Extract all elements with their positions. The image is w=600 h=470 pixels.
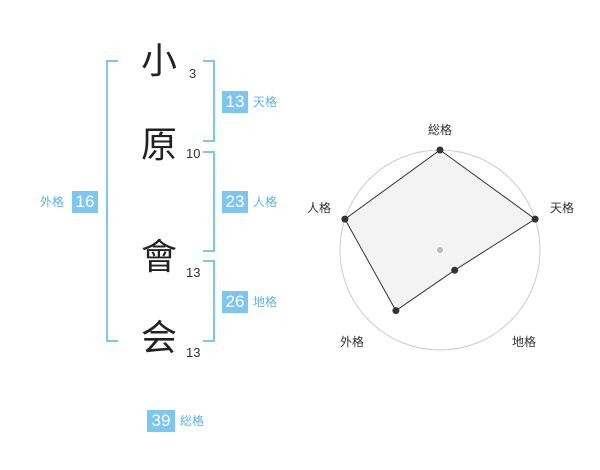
radar-point-3 [392, 307, 400, 315]
soukaku-label: 総格 [180, 414, 205, 428]
radar-polygon [344, 149, 536, 312]
tenkaku-label: 天格 [253, 95, 278, 109]
radar-axis-label-tenkaku: 天格 [550, 200, 574, 215]
radar-axis-label-gaikaku: 外格 [340, 334, 364, 349]
name-char-4: 会 [140, 318, 177, 359]
gaikaku-bracket [106, 60, 118, 342]
stroke-count-3: 13 [186, 265, 201, 280]
chikaku-value: 26 [222, 291, 248, 313]
jinkaku-bracket [203, 151, 215, 252]
radar-point-4 [341, 215, 349, 223]
gaikaku-value: 16 [72, 191, 98, 213]
chikaku-bracket [203, 260, 215, 342]
soukaku-value: 39 [147, 410, 175, 432]
radar-point-0 [436, 146, 444, 154]
tenkaku-bracket [203, 60, 215, 142]
name-char-1: 小 [140, 41, 177, 82]
radar-point-1 [531, 215, 539, 223]
radar-point-2 [451, 266, 459, 274]
stroke-count-1: 3 [189, 66, 197, 81]
radar-axis-label-jinkaku: 人格 [307, 200, 331, 215]
chikaku-label: 地格 [253, 295, 278, 309]
stroke-count-4: 13 [186, 345, 201, 360]
name-char-3: 會 [140, 237, 177, 278]
radar-axis-label-soukaku: 総格 [428, 122, 452, 137]
radar-points [341, 146, 539, 315]
radar-axis-label-chikaku: 地格 [512, 334, 536, 349]
gaikaku-label: 外格 [40, 195, 65, 209]
name-char-2: 原 [140, 125, 177, 166]
stroke-count-2: 10 [186, 146, 201, 161]
tenkaku-value: 13 [222, 91, 248, 113]
radar-center-dot [437, 247, 443, 253]
jinkaku-label: 人格 [253, 195, 278, 209]
jinkaku-value: 23 [222, 191, 248, 213]
